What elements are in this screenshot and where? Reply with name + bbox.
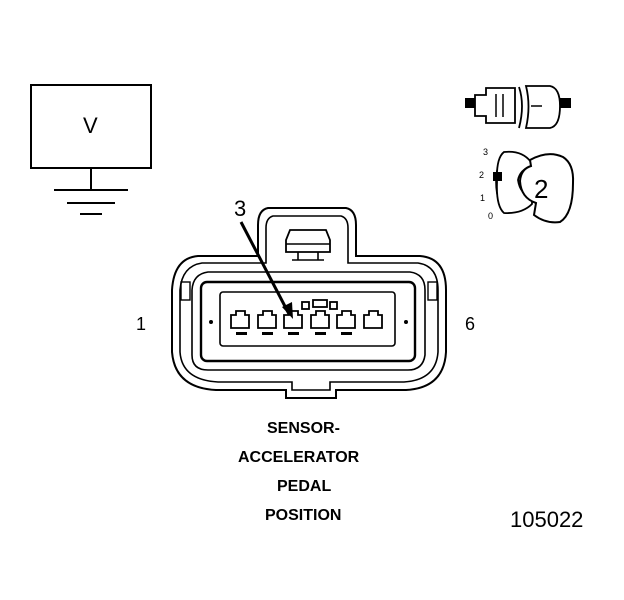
pin-label-right: 6 xyxy=(465,314,476,334)
figure-number: 105022 xyxy=(510,507,584,532)
terminal-cavity xyxy=(363,310,383,329)
title-line-2: ACCELERATOR xyxy=(238,449,360,466)
selector-knob-icon xyxy=(493,150,575,224)
terminal-cavity xyxy=(230,310,250,335)
title-line-4: POSITION xyxy=(265,507,342,524)
selector-position-2: 2 xyxy=(479,170,485,180)
terminal-cavity xyxy=(310,310,330,335)
connector-fixing-dots xyxy=(209,320,408,324)
selector-position-0: 0 xyxy=(488,211,494,221)
probe-plug-icon xyxy=(465,85,571,129)
pin-label-left: 1 xyxy=(136,314,147,334)
title-line-3: PEDAL xyxy=(277,478,332,495)
callout-pin-number: 3 xyxy=(234,196,247,221)
selector-position-3: 3 xyxy=(483,147,489,157)
terminal-cavity xyxy=(283,310,303,335)
selector-position-1: 1 xyxy=(480,193,486,203)
connector-housing xyxy=(171,207,447,399)
voltmeter-symbol xyxy=(30,84,152,215)
pin-callout-leader xyxy=(239,221,293,319)
terminal-cavity xyxy=(336,310,356,335)
terminal-cavity xyxy=(257,310,277,335)
terminal-cavities xyxy=(230,299,383,335)
selector-current-setting: 2 xyxy=(534,174,549,204)
meter-label: V xyxy=(83,113,98,138)
title-line-1: SENSOR- xyxy=(267,420,340,437)
